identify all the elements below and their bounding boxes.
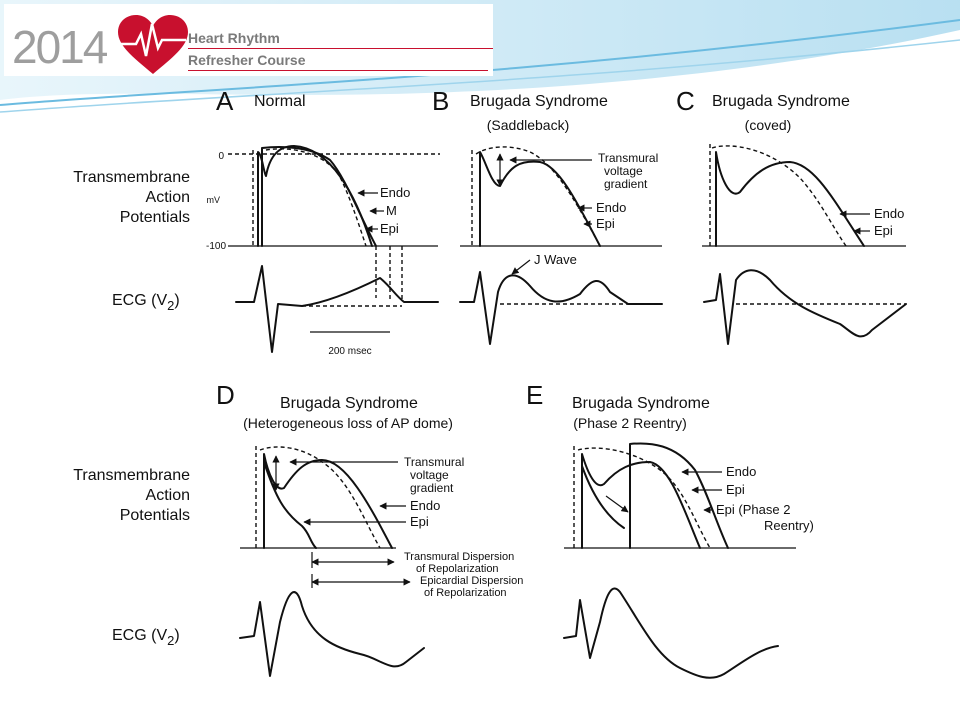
label-gradient-1: Transmural — [598, 151, 658, 165]
ecg-trace — [563, 587, 779, 679]
row-label-action: Action — [146, 189, 190, 206]
panel-c: C Brugada Syndrome (coved) Endo Epi — [676, 86, 907, 345]
label-epicardial-dispersion: Epicardial Dispersion — [420, 575, 523, 587]
panel-subtitle: (Phase 2 Reentry) — [573, 415, 687, 431]
label-gradient-2: voltage — [604, 164, 643, 178]
panel-a: A Normal 0 mV -100 Endo M Epi — [206, 86, 440, 357]
course-logo: 2014 Heart Rhythm Refresher Course — [4, 4, 493, 76]
logo-rule — [188, 70, 488, 71]
ap-trace-epi-lost — [263, 461, 317, 549]
label-m: M — [386, 203, 397, 218]
logo-line-1: Heart Rhythm — [188, 30, 280, 46]
label-endo: Endo — [596, 200, 626, 215]
ap-trace-endo — [257, 145, 373, 247]
label-epi: Epi — [380, 221, 399, 236]
panel-letter: A — [216, 86, 234, 116]
label-gradient-3: gradient — [604, 177, 648, 191]
ecg-trace — [703, 269, 907, 345]
arrow — [605, 495, 629, 513]
figure-drawing: Transmembrane Action Potentials ECG (V2)… — [73, 86, 907, 679]
label-gradient-2: voltage — [410, 468, 449, 482]
label-endo: Endo — [726, 464, 756, 479]
row-label-action: Action — [146, 487, 190, 504]
brugada-figure: Transmembrane Action Potentials ECG (V2)… — [40, 82, 908, 700]
panel-b: B Brugada Syndrome (Saddleback) Transmur… — [432, 86, 663, 345]
panel-title: Brugada Syndrome — [572, 395, 710, 412]
row-label-potentials: Potentials — [120, 209, 190, 226]
logo-year: 2014 — [12, 21, 108, 73]
arrow — [511, 259, 531, 275]
row-label-transmembrane: Transmembrane — [73, 467, 190, 484]
logo-rule — [188, 48, 493, 49]
scale-label: 200 msec — [328, 346, 371, 357]
label-repolarization: of Repolarization — [416, 563, 499, 575]
ap-trace-epi — [479, 151, 601, 247]
label-transmural-dispersion: Transmural Dispersion — [404, 551, 514, 563]
label-epi: Epi — [874, 223, 893, 238]
label-endo: Endo — [380, 185, 410, 200]
ap-trace-epi — [265, 148, 367, 247]
label-gradient-1: Transmural — [404, 455, 464, 469]
panel-letter: C — [676, 86, 695, 116]
label-reentry: Reentry) — [764, 518, 814, 533]
label-epi: Epi — [596, 216, 615, 231]
panel-letter: D — [216, 380, 235, 410]
label-gradient-3: gradient — [410, 481, 454, 495]
axis-zero: 0 — [218, 151, 224, 162]
label-endo: Endo — [874, 206, 904, 221]
panel-subtitle: (coved) — [745, 117, 792, 133]
row-label-ecg: ECG (V2) — [112, 292, 180, 313]
panel-letter: E — [526, 380, 543, 410]
label-endo: Endo — [410, 498, 440, 513]
axis-unit: mV — [207, 195, 221, 205]
label-epi: Epi — [726, 482, 745, 497]
label-epi: Epi — [410, 514, 429, 529]
ap-trace-reentry — [629, 442, 729, 549]
ap-trace-endo — [259, 446, 381, 549]
panel-e: E Brugada Syndrome (Phase 2 Reentry) End… — [526, 380, 814, 679]
ap-trace-endo — [711, 145, 847, 247]
panel-title: Normal — [254, 93, 306, 110]
panel-title: Brugada Syndrome — [470, 93, 608, 110]
ap-trace-epi-dome — [263, 453, 393, 549]
ap-trace-endo — [475, 146, 601, 247]
ecg-trace — [239, 591, 425, 677]
row-label-ecg: ECG (V2) — [112, 627, 180, 648]
panel-letter: B — [432, 86, 449, 116]
label-repolarization: of Repolarization — [424, 587, 507, 599]
ap-trace-epi-lost — [581, 465, 625, 529]
logo-line-2: Refresher Course — [188, 52, 306, 68]
ap-trace-epi — [715, 151, 865, 247]
ecg-trace — [459, 271, 663, 345]
ecg-trace — [235, 265, 439, 353]
panel-subtitle: (Heterogeneous loss of AP dome) — [243, 415, 453, 431]
panel-d: D Brugada Syndrome (Heterogeneous loss o… — [216, 380, 523, 677]
row-label-transmembrane: Transmembrane — [73, 169, 190, 186]
panel-title: Brugada Syndrome — [712, 93, 850, 110]
panel-subtitle: (Saddleback) — [487, 117, 570, 133]
label-epi-phase2: Epi (Phase 2 — [716, 502, 790, 517]
heart-logo-icon — [118, 15, 188, 74]
label-jwave: J Wave — [534, 252, 577, 267]
panel-title: Brugada Syndrome — [280, 395, 418, 412]
ap-trace-epi — [581, 453, 701, 549]
row-label-potentials: Potentials — [120, 507, 190, 524]
axis-minus100: -100 — [206, 241, 226, 252]
ap-trace-m — [261, 146, 377, 247]
